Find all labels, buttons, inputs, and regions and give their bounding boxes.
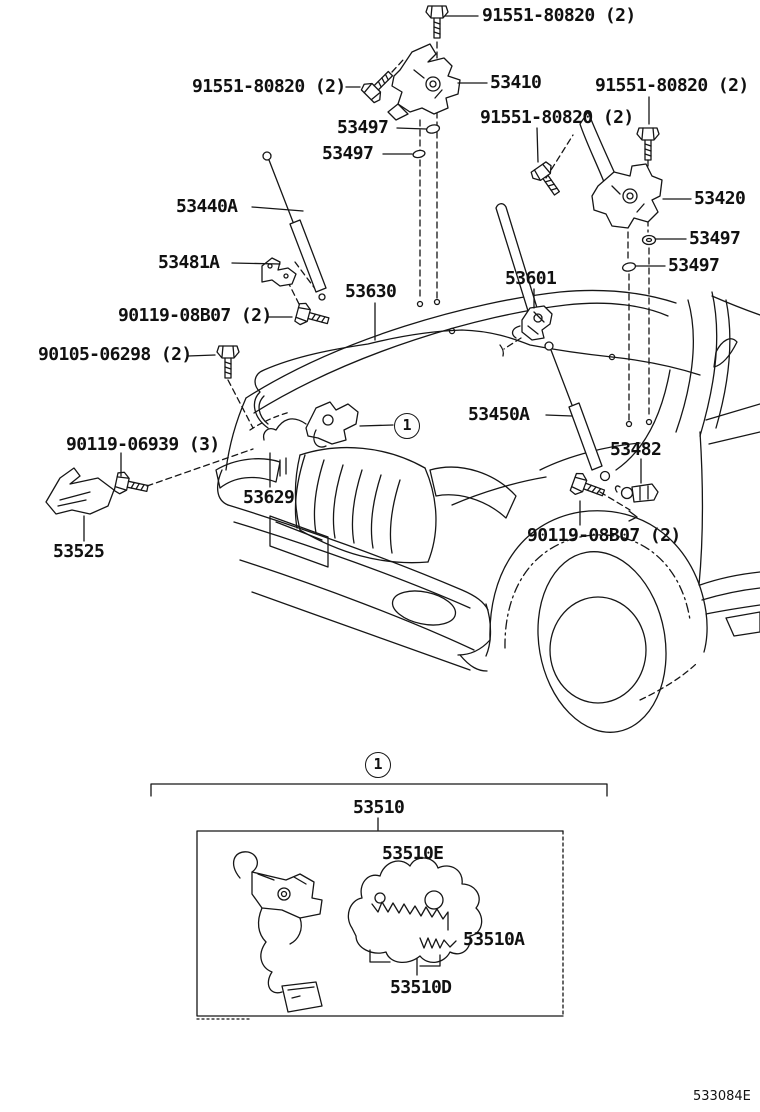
part-number-label: 53510E xyxy=(382,843,444,864)
part-number-label: 53482 xyxy=(610,439,662,460)
hood-release-cable-53630 xyxy=(253,327,701,429)
part-number-label: 53510 xyxy=(353,797,405,818)
part-number-label: 53497 xyxy=(322,143,374,164)
gas-strut-53440a xyxy=(262,151,327,301)
guide-end-marks xyxy=(416,298,653,522)
part-number-label: 53601 xyxy=(505,268,557,289)
gas-strut-53450a xyxy=(544,341,611,482)
part-number-label: 90119-08B07 (2) xyxy=(527,525,681,546)
part-number-label: 53450A xyxy=(468,404,530,425)
inset-lock-assembly xyxy=(232,851,323,1013)
part-number-label: 91551-80820 (2) xyxy=(192,76,346,97)
part-number-label: 53510A xyxy=(463,929,525,950)
inset-box xyxy=(196,830,564,1020)
part-number-label: 53497 xyxy=(689,228,741,249)
part-number-label: 53629 xyxy=(243,487,295,508)
hood-hinge-53410 xyxy=(387,43,461,121)
callout-number: 1 xyxy=(365,752,391,778)
part-number-label: 91551-80820 (2) xyxy=(480,107,634,128)
bracket-53481a xyxy=(261,257,297,287)
part-number-label: 90119-06939 (3) xyxy=(66,434,220,455)
vehicle-outline xyxy=(215,289,760,733)
bracket-53482 xyxy=(614,483,659,503)
part-number-label: 53440A xyxy=(176,196,238,217)
inset-bracket xyxy=(150,783,608,797)
part-number-label: 90105-06298 (2) xyxy=(38,344,192,365)
part-number-label: 53410 xyxy=(490,72,542,93)
part-number-label: 53510D xyxy=(390,977,452,998)
hood-latch-53601 xyxy=(511,305,553,341)
part-number-label: 53481A xyxy=(158,252,220,273)
hood-lock-engine-bay xyxy=(262,401,359,448)
part-number-label: 53497 xyxy=(337,117,389,138)
part-number-label: 91551-80820 (2) xyxy=(595,75,749,96)
part-number-label: 53525 xyxy=(53,541,105,562)
part-number-label: 91551-80820 (2) xyxy=(482,5,636,26)
part-number-label: 90119-08B07 (2) xyxy=(118,305,272,326)
hood-hinge-53420 xyxy=(579,111,663,229)
part-number-label: 53420 xyxy=(694,188,746,209)
callout-number: 1 xyxy=(394,413,420,439)
part-number-label: 53497 xyxy=(668,255,720,276)
inset-striker-spring xyxy=(347,857,483,967)
diagram-code: 533084E xyxy=(693,1089,751,1104)
part-number-label: 53630 xyxy=(345,281,397,302)
shield-53525 xyxy=(45,467,115,515)
clips-53497 xyxy=(412,124,657,272)
